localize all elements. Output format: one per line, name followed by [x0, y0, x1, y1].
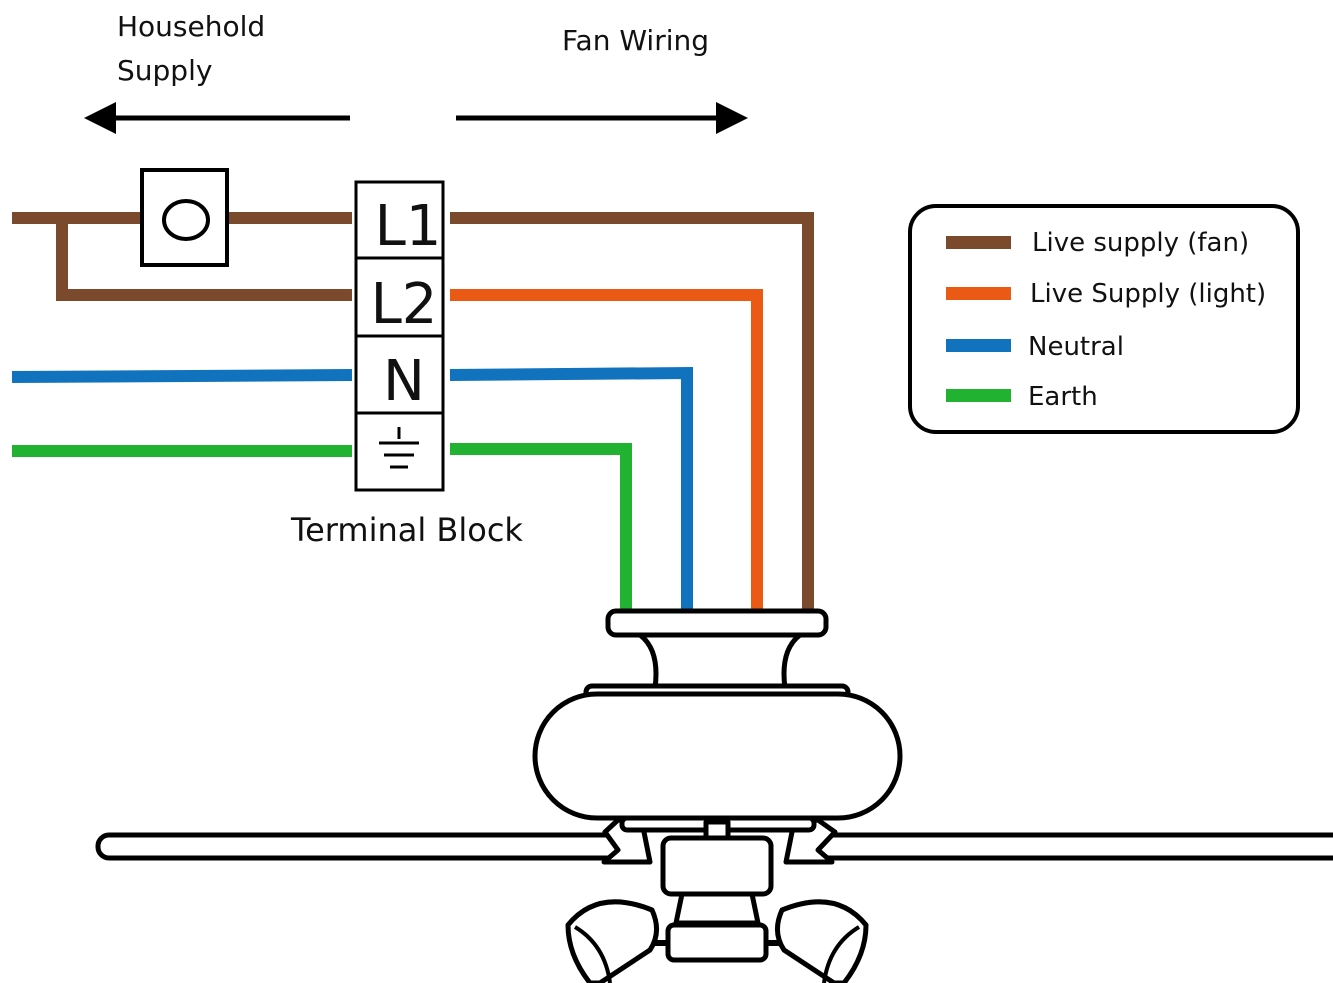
- ceiling-fan-icon: [95, 608, 1333, 983]
- legend-label-earth: Earth: [1028, 382, 1098, 412]
- fan-wiring-label: Fan Wiring: [562, 24, 709, 57]
- fan-live-wire: [450, 212, 814, 612]
- fan-light-bar: [665, 922, 769, 963]
- legend-label-live-fan: Live supply (fan): [1032, 228, 1249, 258]
- fan-canopy: [605, 608, 829, 638]
- switch-icon: [140, 168, 229, 267]
- legend-label-neutral: Neutral: [1028, 332, 1124, 362]
- fan-earth-wire: [450, 443, 632, 612]
- household-supply-label-line2: Supply: [117, 54, 212, 87]
- terminal-l2-label: L2: [371, 272, 438, 337]
- fan-blade-left: [95, 832, 631, 861]
- legend-swatch-green: [946, 389, 1011, 402]
- legend-item-live-fan: Live supply (fan): [946, 228, 1249, 258]
- arrow-right-icon: [456, 102, 748, 134]
- fan-lamp-left: [565, 899, 659, 983]
- supply-live-bridge-wire: [56, 212, 352, 301]
- fan-motor-housing: [532, 691, 903, 821]
- terminal-l1-label: L1: [375, 194, 442, 259]
- terminal-n-label: N: [383, 349, 425, 414]
- legend-swatch-blue: [946, 339, 1011, 352]
- earth-ground-icon: [379, 427, 419, 469]
- legend: Live supply (fan) Live Supply (light) Ne…: [908, 204, 1300, 434]
- supply-neutral-wire: [11, 369, 353, 383]
- fan-neutral-wire: [449, 366, 693, 612]
- fan-wires: [449, 212, 814, 612]
- supply-wires: [11, 212, 353, 457]
- fan-neck: [637, 632, 803, 691]
- terminal-block-label: Terminal Block: [290, 511, 523, 549]
- legend-swatch-orange: [946, 287, 1011, 300]
- terminal-block: L1 L2 N: [354, 180, 445, 492]
- fan-light-cup: [673, 891, 761, 926]
- arrow-left-icon: [84, 102, 350, 134]
- legend-swatch-brown: [946, 236, 1011, 249]
- fan-blade-right: [807, 832, 1333, 861]
- legend-item-earth: Earth: [946, 382, 1098, 412]
- legend-item-live-light: Live Supply (light): [946, 279, 1266, 309]
- light-live-wire: [450, 289, 763, 612]
- fan-lamp-right: [775, 899, 869, 983]
- legend-label-live-light: Live Supply (light): [1030, 279, 1266, 309]
- household-supply-label-line1: Household: [117, 10, 265, 43]
- fan-switch-housing: [660, 835, 774, 897]
- legend-item-neutral: Neutral: [946, 332, 1124, 362]
